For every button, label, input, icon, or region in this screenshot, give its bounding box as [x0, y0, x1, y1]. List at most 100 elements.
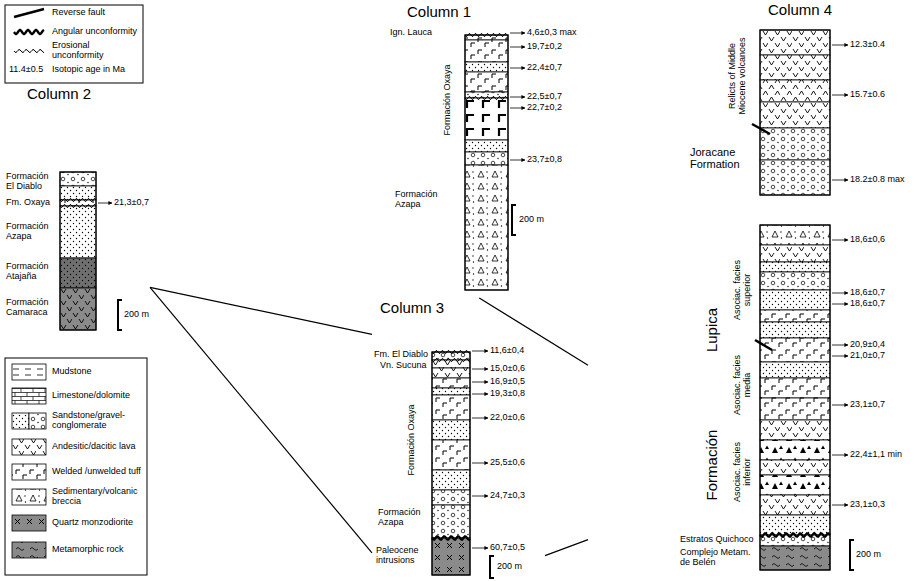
age-label: 19,7±0,2	[527, 42, 562, 52]
rock-layer	[60, 186, 96, 200]
legend-text: Andesitic/dacitic lava	[52, 442, 142, 452]
age-arrow	[832, 356, 848, 357]
age-label: 22,0±0,6	[490, 413, 525, 423]
rock-layer	[760, 55, 830, 80]
age-arrow	[832, 180, 848, 181]
strata-columns	[60, 30, 854, 578]
scale-bar	[512, 205, 516, 235]
legend-sample	[14, 50, 44, 53]
age-label: 18,6±0,6	[850, 235, 885, 245]
unconformity-line	[432, 536, 470, 540]
text-label: Formación Azapa	[6, 222, 58, 242]
age-label: 23,1±0,3	[850, 500, 885, 510]
rock-layer	[760, 475, 830, 495]
text-label: 200 m	[519, 215, 544, 225]
age-label: 22,4±1,1 min	[850, 450, 902, 460]
rock-layer	[760, 128, 830, 160]
text-label: Formación Atajaña	[6, 262, 58, 282]
rock-layer	[60, 206, 96, 258]
age-label: 23,7±0,8	[527, 155, 562, 165]
rock-layer	[465, 40, 508, 62]
age-arrow	[472, 394, 488, 395]
column-outline	[60, 172, 96, 330]
legend-frame	[5, 358, 147, 575]
unit-label: Asociac. facies inferior	[733, 432, 753, 512]
legend-sample	[12, 464, 46, 480]
text-label: Formación Azapa	[378, 508, 430, 528]
unit-label: Asociac. facies media	[733, 345, 753, 425]
rock-layer	[432, 378, 470, 388]
column-title: Column 1	[407, 4, 471, 21]
column-title: Column 4	[768, 2, 832, 19]
rock-layer	[760, 102, 830, 128]
legend-sample	[12, 489, 46, 505]
legend-text: Sandstone/gravel-conglomerate	[52, 411, 142, 431]
rock-layer	[465, 165, 508, 290]
unconformity-line	[60, 199, 96, 202]
text-label: 200 m	[124, 310, 149, 320]
legend-text: Angular unconformity	[52, 27, 142, 37]
column-outline	[760, 30, 830, 195]
rock-layer	[760, 80, 830, 102]
unit-label: Lupica	[704, 308, 721, 352]
age-arrow	[472, 548, 488, 549]
age-label: 25,5±0,6	[490, 458, 525, 468]
text-label: Ign. Lauca	[390, 28, 432, 38]
age-arrow	[472, 351, 488, 352]
legend-text: Reverse fault	[52, 8, 142, 18]
column-outline	[760, 225, 830, 570]
rock-layer	[465, 98, 508, 140]
rock-layer	[760, 515, 830, 535]
legend-sample	[29, 413, 46, 429]
correlation-line	[479, 298, 588, 365]
text-label: 200 m	[497, 562, 522, 572]
age-arrow	[510, 160, 525, 161]
age-arrow	[832, 240, 848, 241]
column-panel: Column 3	[372, 298, 545, 578]
column-outline	[432, 352, 470, 575]
age-label: 11,6±0,4	[490, 346, 524, 356]
rock-layer	[60, 258, 96, 288]
column-outline	[465, 35, 508, 290]
age-arrow	[472, 418, 488, 419]
rock-layer	[432, 395, 470, 420]
age-label: 21,0±0,7	[850, 351, 885, 361]
age-label: 15.7±0.6	[850, 90, 885, 100]
unconformity-line	[465, 34, 508, 37]
legend-text: Welded /unwelded tuff	[52, 467, 142, 477]
unit-label: Formación Oxaya	[443, 64, 453, 135]
age-arrow	[510, 33, 525, 34]
correlation-line	[545, 540, 588, 556]
unit-label: Asociac. facies superior	[733, 250, 753, 330]
unit-label: Formación	[704, 430, 721, 501]
reverse-fault-symbol	[752, 124, 770, 134]
rock-layer	[465, 152, 508, 165]
correlation-line	[150, 287, 372, 552]
legend-text: Metamorphic rock	[52, 545, 142, 555]
age-label: 16,9±0,5	[490, 377, 525, 387]
legend-sample	[12, 515, 46, 531]
text-label: Fm. El Diablo	[374, 350, 428, 360]
legend-text: Erosional unconformity	[52, 41, 142, 61]
rock-layer	[760, 460, 830, 475]
age-arrow	[510, 97, 525, 98]
text-label: Formación El Diablo	[6, 172, 58, 192]
age-label: 18,6±0,7	[850, 299, 885, 309]
rock-layer	[432, 420, 470, 440]
rock-layer	[465, 140, 508, 152]
legend-sample	[12, 439, 46, 455]
column-panel: Column 1	[395, 2, 555, 290]
column-panel: Column 2	[5, 84, 150, 335]
age-arrow	[832, 405, 848, 406]
scale-bar	[850, 540, 854, 570]
rock-layer	[760, 420, 830, 440]
rock-layer	[432, 388, 470, 395]
text-label: Fm. Oxaya	[6, 198, 58, 208]
rock-layer	[760, 546, 830, 570]
age-arrow	[472, 496, 488, 497]
rock-layer	[432, 440, 470, 470]
age-label: 60,7±0,5	[490, 543, 525, 553]
legend-sample	[12, 388, 46, 404]
age-label: 12.3±0.4	[850, 40, 885, 50]
